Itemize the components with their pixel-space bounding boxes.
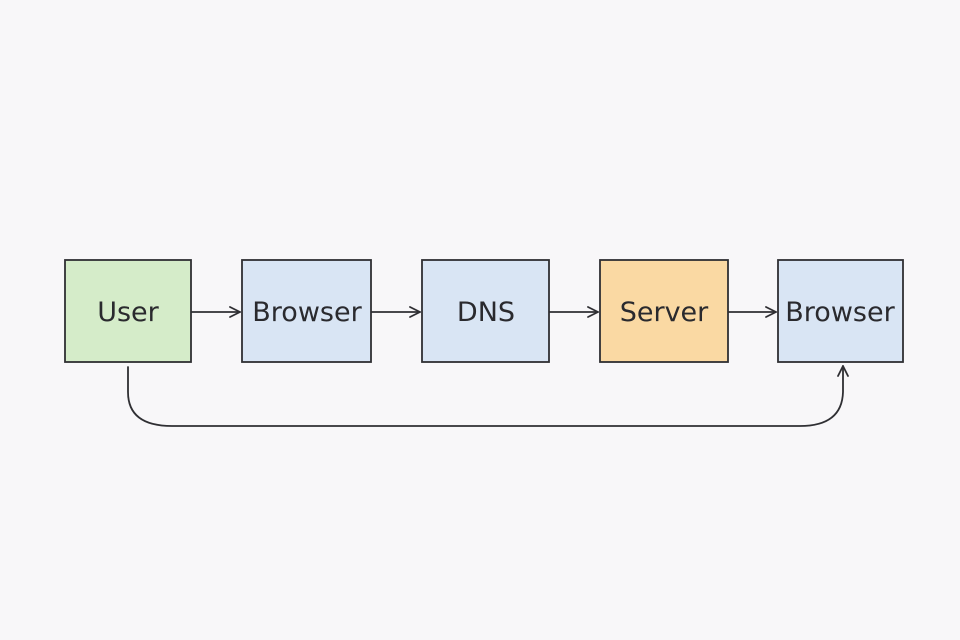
node-browser-final: Browser xyxy=(777,259,904,363)
node-user-label: User xyxy=(97,297,159,328)
node-server: Server xyxy=(599,259,729,363)
node-browser: Browser xyxy=(241,259,372,363)
node-dns-label: DNS xyxy=(457,297,515,328)
node-browser-final-box xyxy=(777,259,904,363)
node-browser-final-label: Browser xyxy=(785,297,895,328)
arrow-user-to-final-browser xyxy=(127,365,849,427)
node-dns: DNS xyxy=(421,259,550,363)
node-server-label: Server xyxy=(620,297,709,328)
node-server-box xyxy=(599,259,729,363)
node-user: User xyxy=(64,259,192,363)
node-browser-box xyxy=(241,259,372,363)
node-dns-box xyxy=(421,259,550,363)
node-browser-label: Browser xyxy=(252,297,362,328)
node-user-box xyxy=(64,259,192,363)
